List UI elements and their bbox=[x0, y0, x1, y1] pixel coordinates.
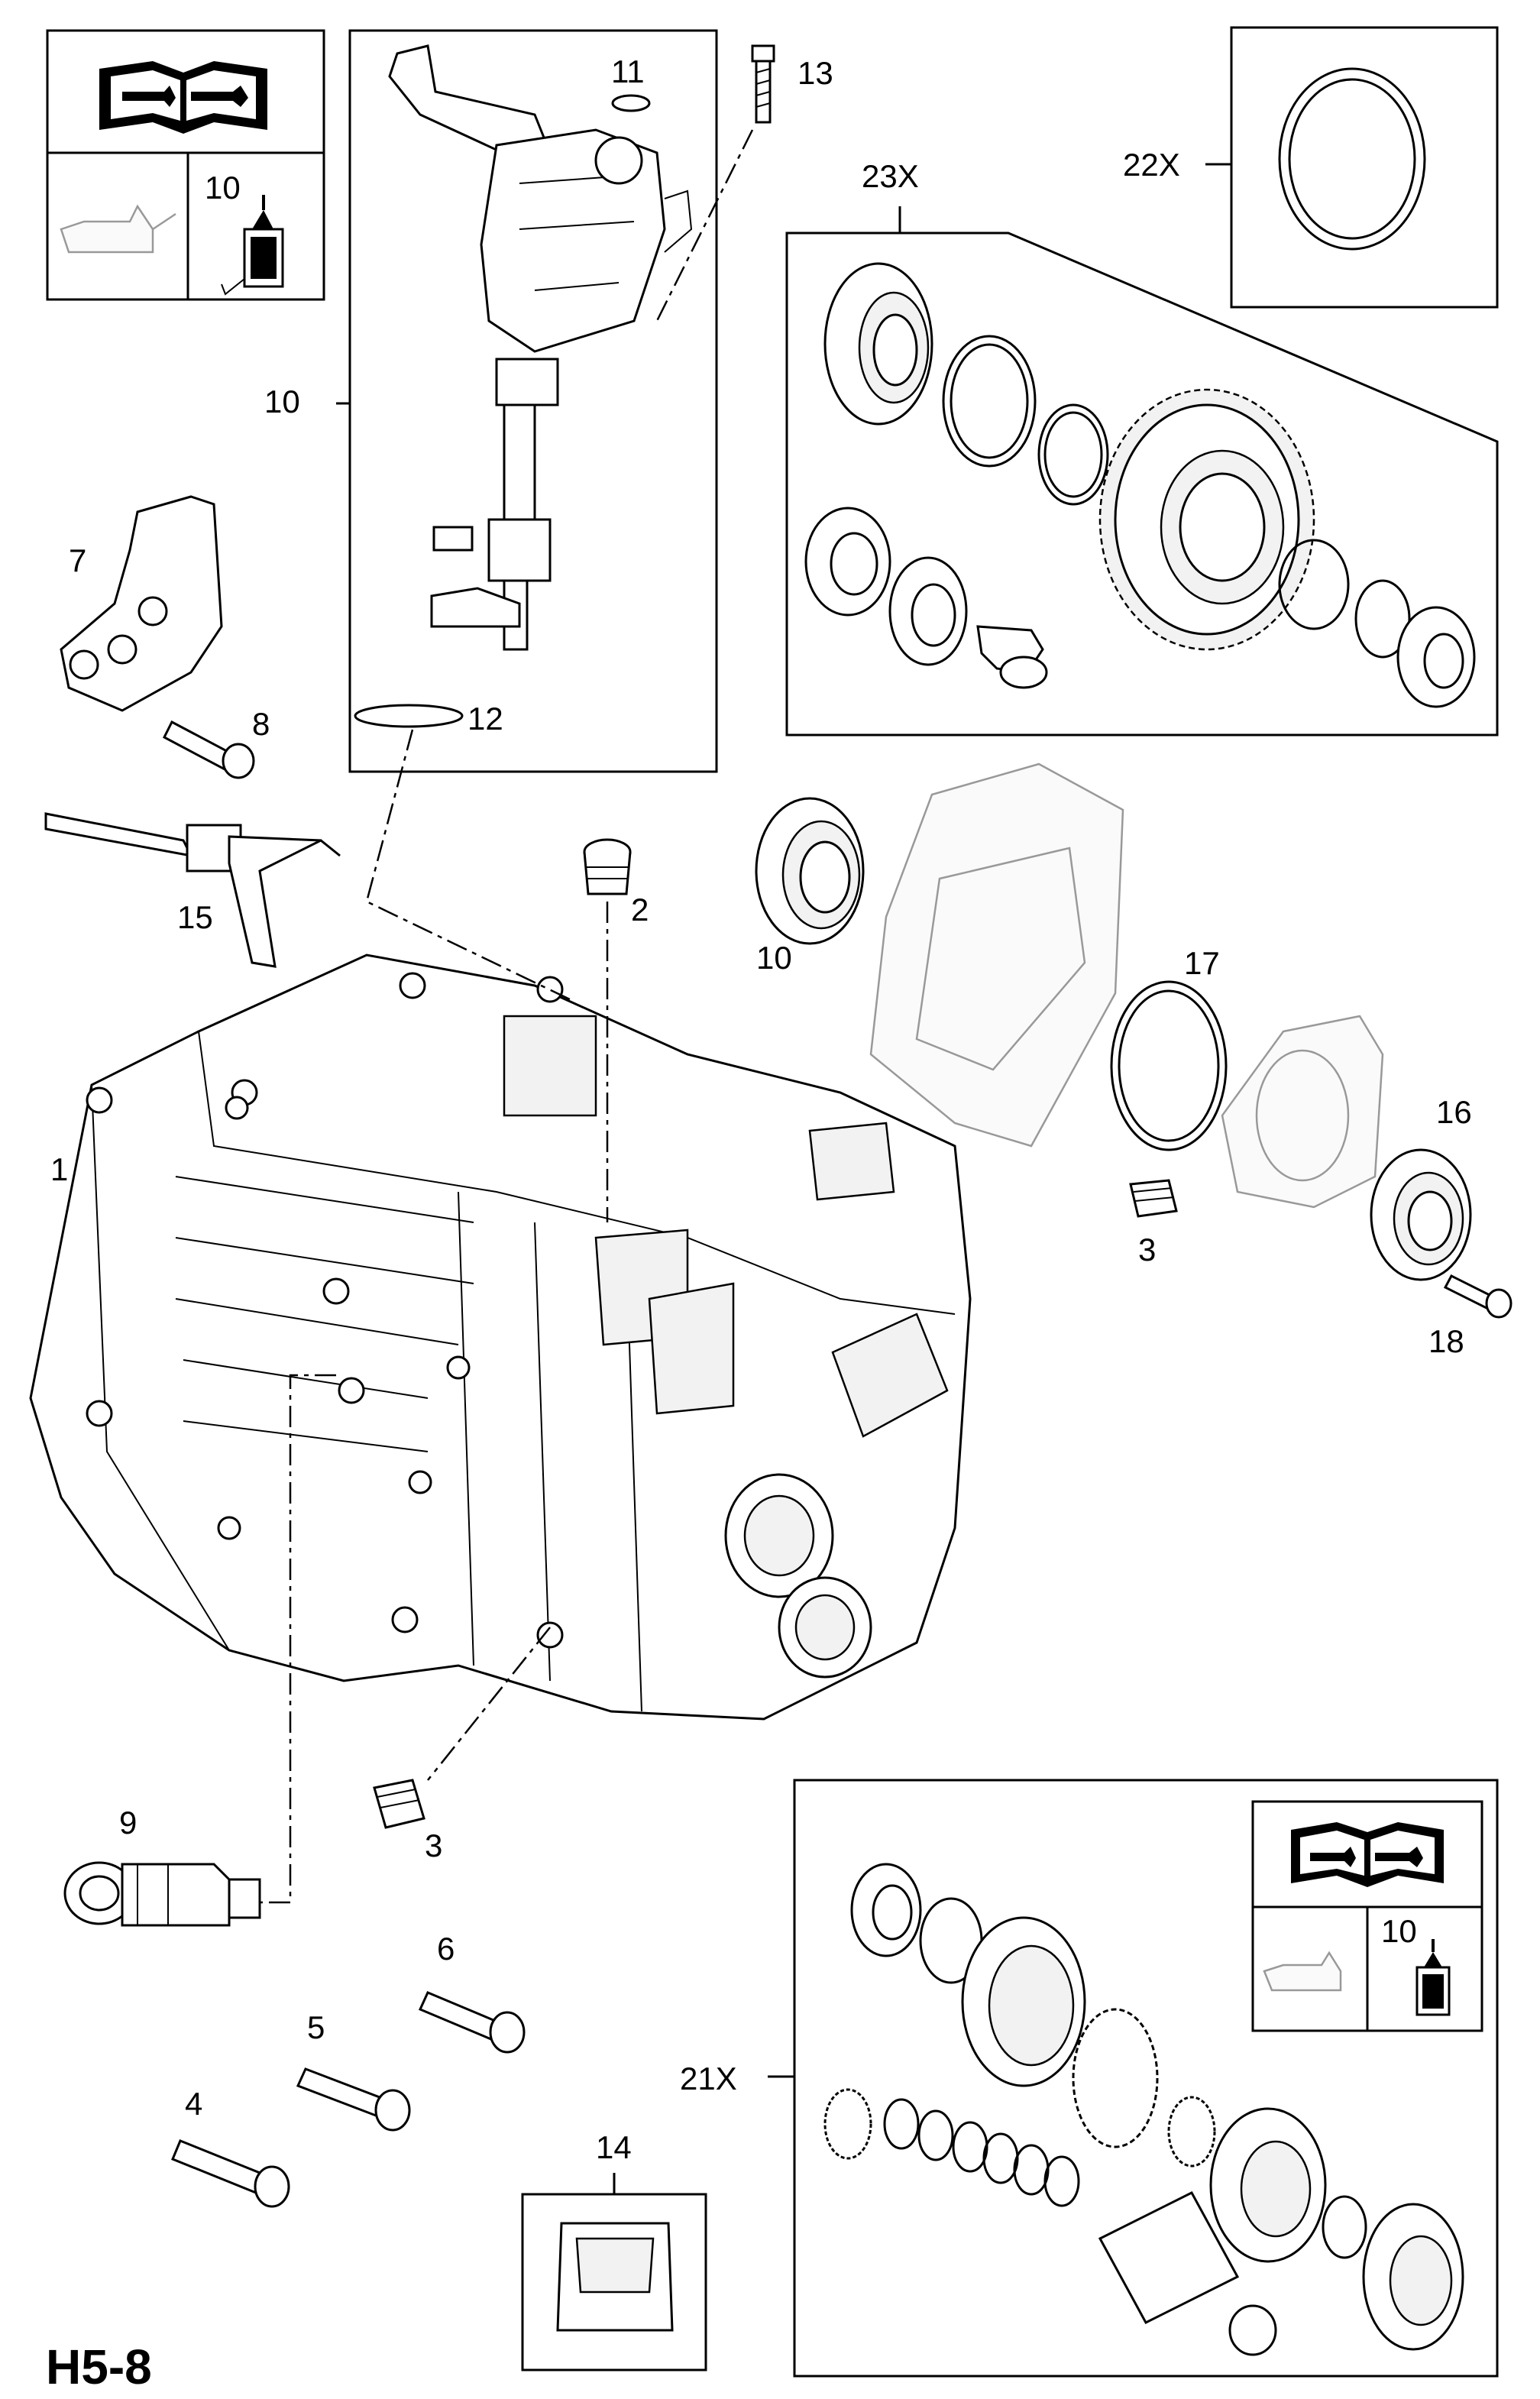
sensor-9: 9 bbox=[63, 1805, 261, 1927]
callout-12: 10 bbox=[264, 384, 300, 419]
transmission-case-1: 1 bbox=[29, 953, 972, 1721]
leader-lines bbox=[260, 129, 754, 1904]
washer-13 bbox=[611, 94, 651, 112]
plug-2: 2 bbox=[583, 838, 649, 928]
lubricant-legend-box: 10 bbox=[1251, 1800, 1483, 2032]
housing-cover bbox=[869, 762, 1124, 1148]
selector-mechanism-group: 10 11 12 bbox=[264, 29, 718, 773]
callout-1: 1 bbox=[50, 1151, 68, 1187]
callout-22X: 22X bbox=[1123, 147, 1180, 183]
shaft-collar bbox=[495, 358, 559, 406]
callout-23X: 23X bbox=[862, 158, 919, 194]
bracket-7: 7 bbox=[60, 495, 223, 712]
callout-8: 8 bbox=[252, 706, 270, 742]
sealant-tube-icon-2 bbox=[1415, 1939, 1451, 2016]
callout-19: 17 bbox=[1184, 945, 1220, 981]
bolt-15: 13 bbox=[751, 44, 833, 124]
callout-9: 9 bbox=[119, 1805, 137, 1841]
service-manual-icon-2 bbox=[1291, 1822, 1444, 1887]
shaft-lower-collar bbox=[487, 518, 552, 582]
callout-10-bottom: 10 bbox=[1381, 1913, 1417, 1949]
plug-3-bottom: 3 bbox=[373, 1779, 442, 1863]
drive-gear-23X bbox=[1098, 388, 1315, 651]
callout-15: 13 bbox=[798, 55, 833, 91]
flange-plate bbox=[1221, 1015, 1384, 1209]
gear-set-box-21X: 21X 10 bbox=[680, 1779, 1499, 2378]
bolt-5: 5 bbox=[296, 2009, 411, 2132]
sleeve-21X bbox=[1098, 2191, 1240, 2324]
seal-18: 16 bbox=[1370, 1094, 1472, 1281]
callout-13: 11 bbox=[611, 53, 645, 89]
seal-11: 10 bbox=[755, 797, 865, 976]
callout-3-bottom: 3 bbox=[425, 1828, 442, 1863]
manual-legend-box: 10 bbox=[46, 29, 325, 301]
o-ring-14 bbox=[354, 704, 464, 728]
callout-18: 16 bbox=[1436, 1094, 1472, 1130]
oil-can-icon bbox=[60, 204, 176, 254]
bolt-8: 8 bbox=[163, 706, 270, 779]
snap-ring-box-22X: 22X bbox=[1123, 26, 1499, 309]
callout-16: 14 bbox=[596, 2129, 632, 2165]
callout-14: 12 bbox=[467, 701, 503, 737]
snap-ring-22X bbox=[1278, 67, 1426, 251]
selector-shaft bbox=[503, 403, 536, 521]
oil-can-icon-2 bbox=[1263, 1951, 1342, 1992]
callout-6: 6 bbox=[437, 1931, 455, 1967]
callout-3-right: 3 bbox=[1138, 1232, 1156, 1267]
bushing-box-16: 14 bbox=[521, 2129, 707, 2371]
sealant-tube-icon bbox=[221, 195, 284, 296]
callout-21X: 21X bbox=[680, 2061, 737, 2096]
callout-20: 18 bbox=[1428, 1323, 1464, 1359]
callout-11: 10 bbox=[756, 940, 792, 976]
callout-10-top: 10 bbox=[205, 170, 241, 206]
gear-set-box-23X: 23X bbox=[785, 158, 1499, 737]
figure-code: H5-8 bbox=[46, 2339, 152, 2394]
shift-fork-17: 15 bbox=[44, 812, 341, 968]
plug-3-right: 3 bbox=[1129, 1179, 1178, 1267]
callout-7: 7 bbox=[69, 542, 86, 578]
callout-17: 15 bbox=[177, 899, 213, 935]
seal-ring-19: 17 bbox=[1110, 945, 1228, 1151]
bolt-6: 6 bbox=[418, 1931, 526, 2054]
callout-5: 5 bbox=[307, 2009, 325, 2045]
bolt-20: 18 bbox=[1428, 1274, 1512, 1359]
service-manual-icon bbox=[99, 61, 267, 134]
callout-2: 2 bbox=[631, 892, 649, 928]
callout-4: 4 bbox=[185, 2086, 202, 2122]
bolt-4: 4 bbox=[171, 2086, 290, 2208]
